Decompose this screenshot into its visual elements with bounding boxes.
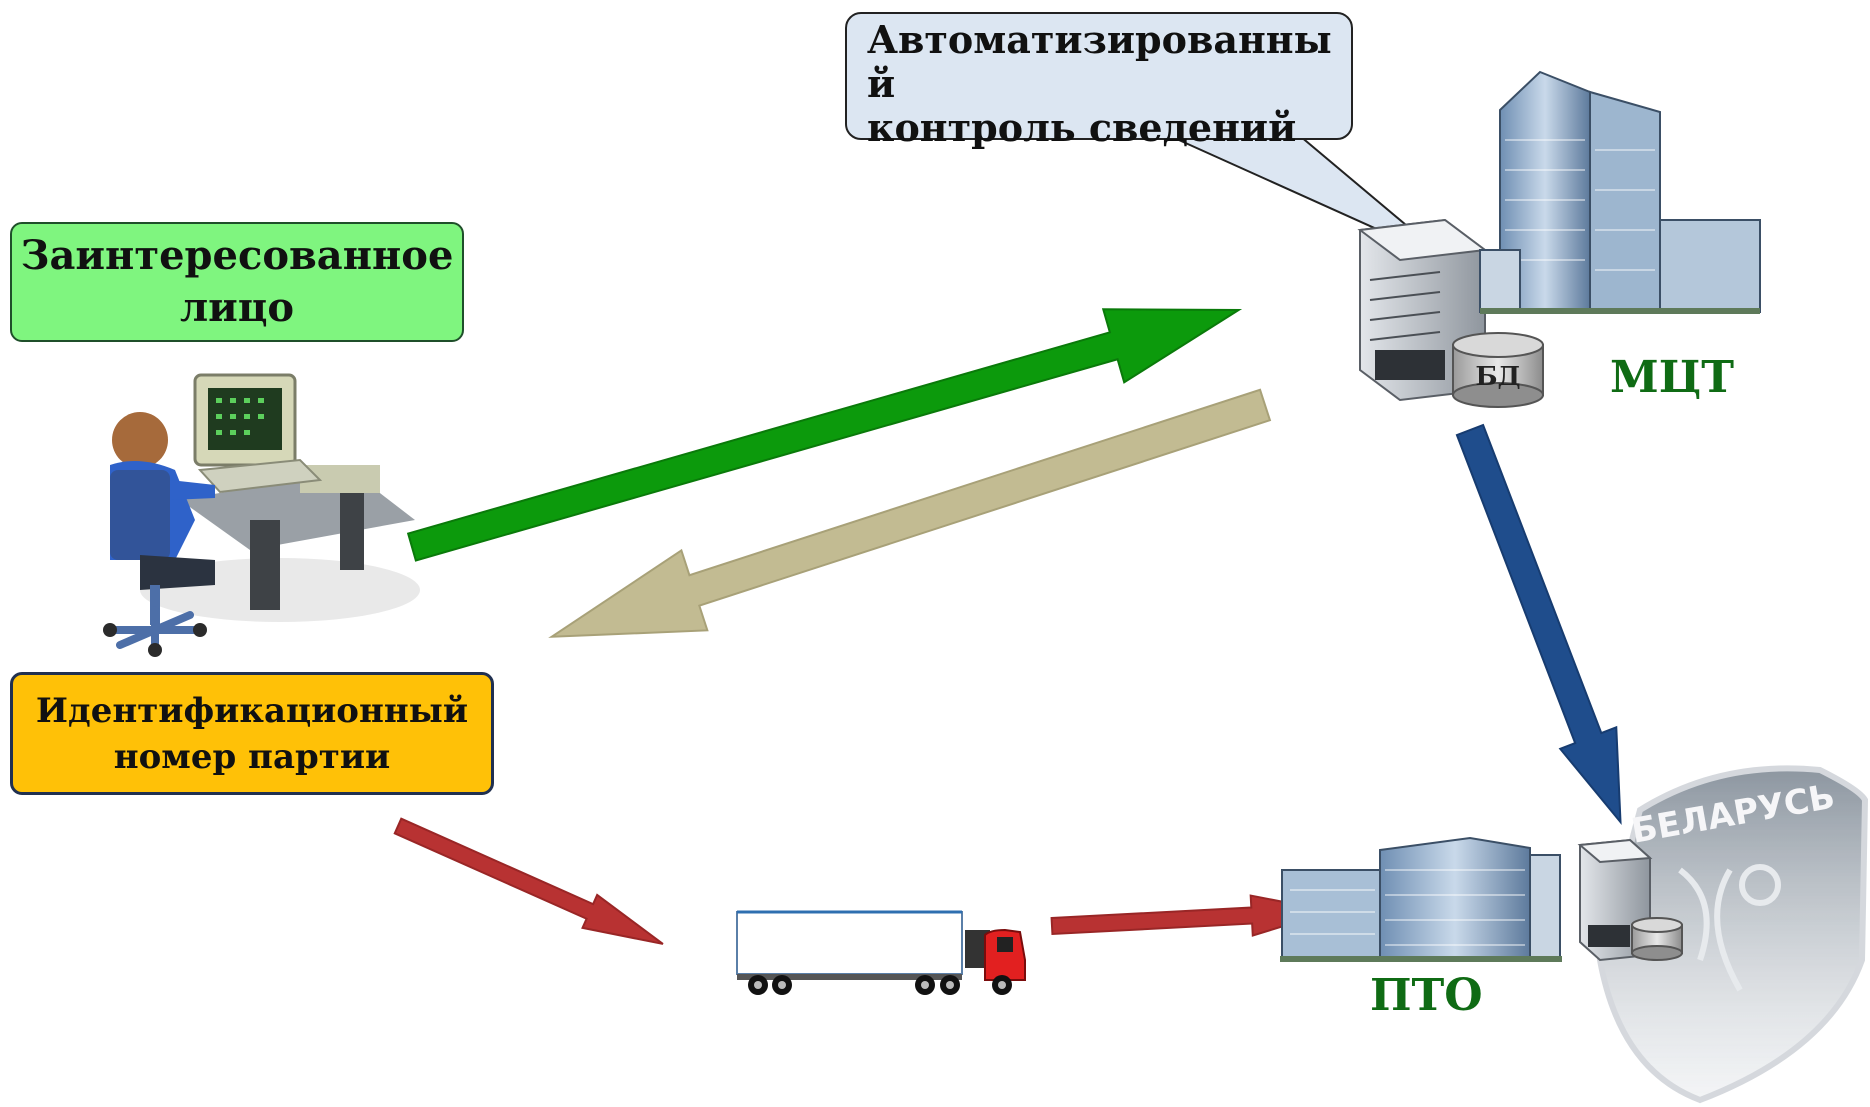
arrow-mct-to-pto: [1455, 423, 1622, 826]
truck-icon: [736, 910, 1026, 995]
callout-auto-control: Автоматизированны й контроль сведений: [845, 12, 1353, 150]
customs-emblem-icon: БЕЛАРУСЬ: [1596, 765, 1869, 1104]
arrow-response: [548, 388, 1272, 638]
database-icon: БД: [1452, 332, 1544, 408]
pto-label: ПТО: [1370, 970, 1483, 1021]
db-label: БД: [1475, 362, 1520, 392]
interested-party-box: Заинтересованное лицо: [10, 222, 464, 342]
office-building-icon: [1479, 70, 1761, 314]
database-icon: [1631, 917, 1683, 961]
office-building-icon: [1280, 836, 1562, 962]
batch-id-box: Идентификационный номер партии: [10, 672, 494, 795]
arrow-request: [406, 308, 1243, 562]
person-at-computer-icon: [103, 373, 420, 657]
arrow-to-truck: [393, 817, 664, 945]
mct-label: МЦТ: [1610, 352, 1734, 403]
server-icon: [1357, 218, 1488, 402]
